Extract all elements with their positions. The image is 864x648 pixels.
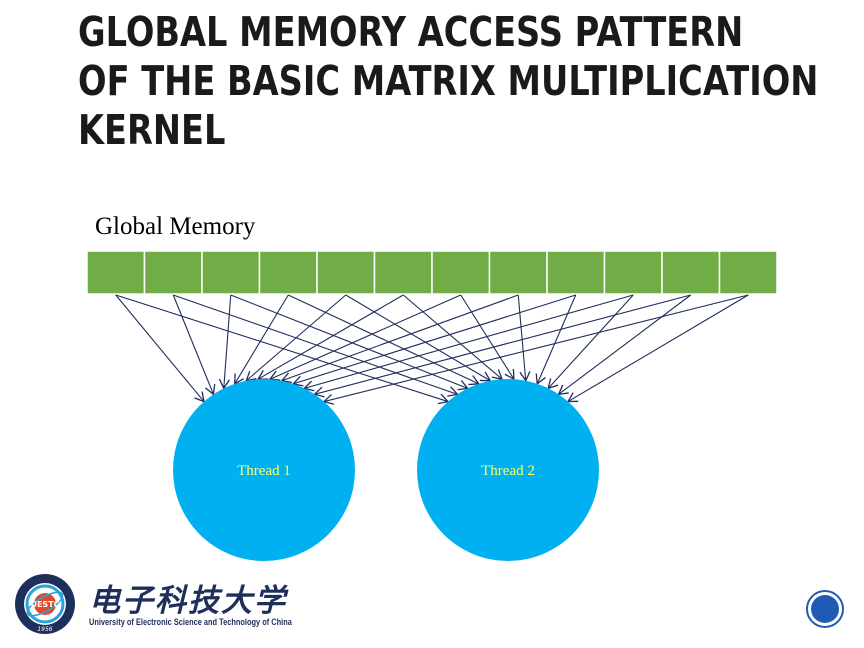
access-arrow-20 <box>547 294 634 390</box>
memory-cell-12 <box>718 250 778 295</box>
circle-button-icon[interactable] <box>805 589 845 629</box>
access-arrow-12 <box>402 294 504 381</box>
memory-cell-4 <box>258 250 318 295</box>
access-arrow-8 <box>288 294 480 386</box>
access-arrow-19 <box>302 294 634 392</box>
university-name-chinese: 电子科技大学 <box>89 583 287 619</box>
title-line-1: GLOBAL MEMORY ACCESS PATTERN <box>78 8 744 56</box>
svg-text:UESTC: UESTC <box>30 600 59 609</box>
threads: Thread 1 Thread 2 <box>173 379 599 561</box>
memory-cell-3 <box>201 250 261 295</box>
title-line-3: KERNEL <box>78 106 226 154</box>
access-arrow-22 <box>557 294 692 396</box>
memory-cell-5 <box>316 250 376 295</box>
access-arrow-21 <box>313 294 691 398</box>
access-arrow-18 <box>535 294 577 386</box>
memory-cell-8 <box>488 250 548 295</box>
access-arrows <box>115 294 749 405</box>
uestc-emblem-icon: UESTC 1956 <box>15 574 75 634</box>
thread-2-circle <box>417 379 599 561</box>
access-arrow-16 <box>517 294 531 383</box>
access-arrow-15 <box>280 294 519 384</box>
access-arrow-11 <box>256 294 404 380</box>
global-memory-label: Global Memory <box>95 213 256 240</box>
university-name-english: University of Electronic Science and Tec… <box>89 617 292 628</box>
access-arrow-13 <box>268 294 461 381</box>
memory-cell-9 <box>546 250 606 295</box>
title-line-2: OF THE BASIC MATRIX MULTIPLICATION <box>78 57 819 105</box>
access-arrow-4 <box>173 294 459 397</box>
memory-cell-1 <box>86 250 146 295</box>
thread-2-label: Thread 2 <box>481 463 535 479</box>
access-arrow-24 <box>566 294 749 403</box>
slide-title: GLOBAL MEMORY ACCESS PATTERN OF THE BASI… <box>78 8 818 155</box>
memory-cells <box>86 250 778 295</box>
access-arrow-7 <box>234 294 289 385</box>
access-arrow-5 <box>218 294 232 390</box>
access-arrow-14 <box>460 294 515 381</box>
access-arrow-10 <box>345 294 492 382</box>
thread-1-circle <box>173 379 355 561</box>
memory-cell-10 <box>603 250 663 295</box>
memory-cell-11 <box>661 250 721 295</box>
access-arrow-1 <box>115 294 205 403</box>
memory-cell-2 <box>143 250 203 295</box>
memory-cell-7 <box>431 250 491 295</box>
access-arrow-17 <box>291 294 576 387</box>
university-logo: UESTC 1956 电子科技大学 University of Electron… <box>14 573 294 637</box>
access-arrow-3 <box>172 294 216 396</box>
thread-1-label: Thread 1 <box>237 463 291 479</box>
access-arrow-23 <box>322 294 749 405</box>
access-arrow-6 <box>230 294 469 391</box>
memory-cell-6 <box>373 250 433 295</box>
access-arrow-9 <box>245 294 347 382</box>
svg-text:1956: 1956 <box>37 626 52 633</box>
